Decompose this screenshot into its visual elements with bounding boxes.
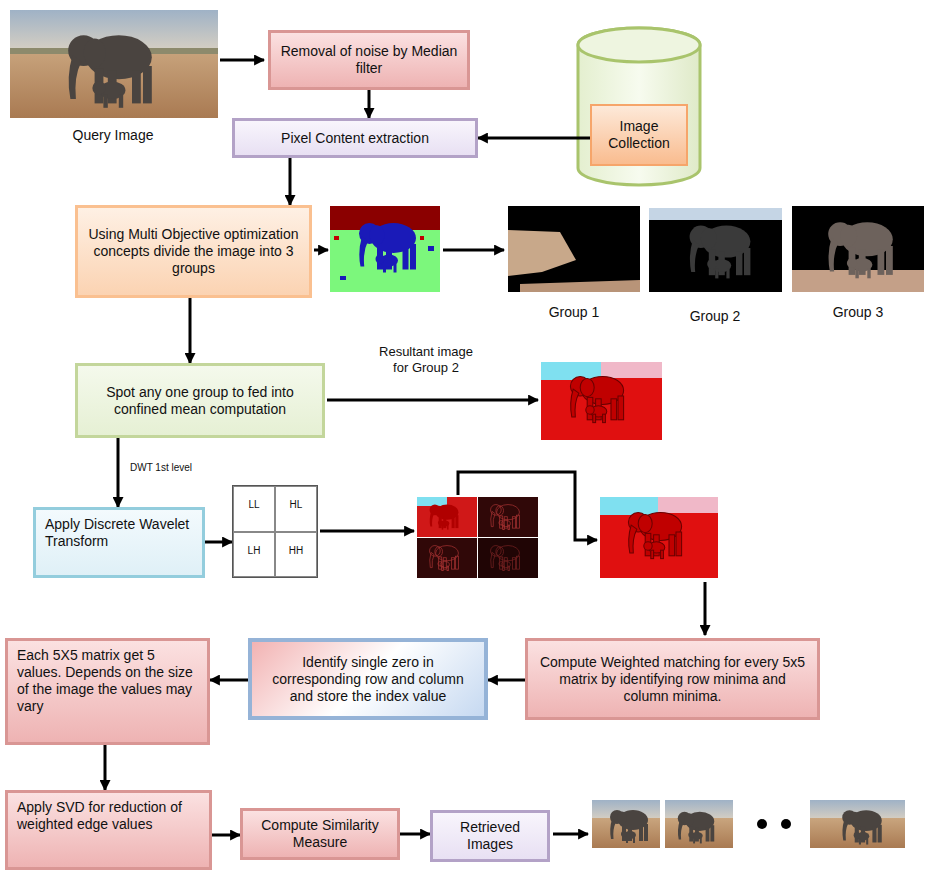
caption-label: Resultant image for Group 2 bbox=[372, 344, 480, 376]
flow-connector bbox=[212, 834, 240, 837]
caption-label: Group 1 bbox=[524, 304, 624, 321]
box-text: Compute Weighted matching for every 5x5 … bbox=[537, 654, 808, 705]
flow-connector bbox=[104, 745, 107, 790]
group-one-image bbox=[508, 206, 640, 292]
box-text: LH bbox=[233, 532, 275, 578]
flow-connector bbox=[400, 833, 430, 836]
process-box: Identify single zero in corresponding ro… bbox=[248, 638, 488, 720]
process-box: Retrieved Images bbox=[430, 810, 550, 862]
flow-arrow bbox=[314, 249, 328, 252]
box-text: Using Multi Objective optimization conce… bbox=[87, 226, 300, 277]
box-text: HL bbox=[275, 486, 317, 532]
flow-arrow bbox=[220, 59, 264, 62]
flow-connector bbox=[189, 298, 192, 363]
box-text: Retrieved Images bbox=[442, 819, 538, 853]
flow-arrow bbox=[553, 833, 588, 836]
process-box: Spot any one group to fed into confined … bbox=[75, 363, 325, 438]
process-box: Compute Weighted matching for every 5x5 … bbox=[525, 638, 820, 720]
process-box: Pixel Content extraction bbox=[232, 118, 478, 158]
retrieved-photos bbox=[592, 800, 905, 848]
group-two-image bbox=[649, 208, 782, 292]
flow-connector bbox=[368, 90, 371, 118]
ll-band-image bbox=[600, 497, 718, 578]
process-box: Using Multi Objective optimization conce… bbox=[75, 205, 312, 298]
process-box: Image Collection bbox=[590, 104, 688, 166]
process-box: Apply Discrete Wavelet Transform bbox=[33, 507, 205, 578]
box-text: Apply SVD for reduction of weighted edge… bbox=[17, 799, 200, 833]
flow-connector bbox=[205, 541, 232, 544]
box-text: Identify single zero in corresponding ro… bbox=[261, 654, 475, 705]
flow-connector bbox=[478, 137, 590, 140]
flow-connector bbox=[488, 679, 525, 682]
process-box: Apply SVD for reduction of weighted edge… bbox=[5, 790, 212, 870]
flow-connector bbox=[117, 438, 120, 507]
box-text: Pixel Content extraction bbox=[244, 130, 466, 147]
segmented-image bbox=[330, 206, 440, 292]
box-text: Apply Discrete Wavelet Transform bbox=[45, 516, 193, 550]
edge-label: DWT 1st level bbox=[128, 462, 194, 474]
box-text: Image Collection bbox=[601, 118, 677, 152]
process-box: Compute Similarity Measure bbox=[240, 808, 400, 860]
box-text: Removal of noise by Median filter bbox=[280, 43, 458, 77]
flow-arrow bbox=[443, 249, 504, 252]
caption-label: Group 3 bbox=[808, 304, 908, 321]
flow-connector bbox=[210, 679, 248, 682]
box-text: Compute Similarity Measure bbox=[252, 817, 388, 851]
process-box: Each 5X5 matrix get 5 values. Depends on… bbox=[5, 638, 210, 745]
flow-arrow bbox=[320, 530, 414, 533]
box-text: LL bbox=[233, 486, 275, 532]
dwt-image bbox=[417, 497, 538, 578]
flow-arrow bbox=[704, 582, 707, 635]
caption-label: Query Image bbox=[38, 127, 188, 144]
group-three-image bbox=[792, 206, 924, 292]
subband-grid: LLHLLHHH bbox=[232, 485, 318, 578]
box-text: HH bbox=[275, 532, 317, 578]
box-text: Each 5X5 matrix get 5 values. Depends on… bbox=[17, 647, 198, 715]
caption-label: Group 2 bbox=[665, 308, 765, 325]
resultant-image bbox=[541, 362, 662, 440]
process-box: Removal of noise by Median filter bbox=[268, 30, 470, 90]
query-photo bbox=[10, 10, 218, 118]
flow-connector bbox=[289, 158, 292, 205]
box-text: Spot any one group to fed into confined … bbox=[87, 384, 313, 418]
database-cylinder bbox=[578, 28, 700, 185]
flow-arrow bbox=[327, 399, 538, 402]
bracket-arrow bbox=[458, 472, 597, 540]
